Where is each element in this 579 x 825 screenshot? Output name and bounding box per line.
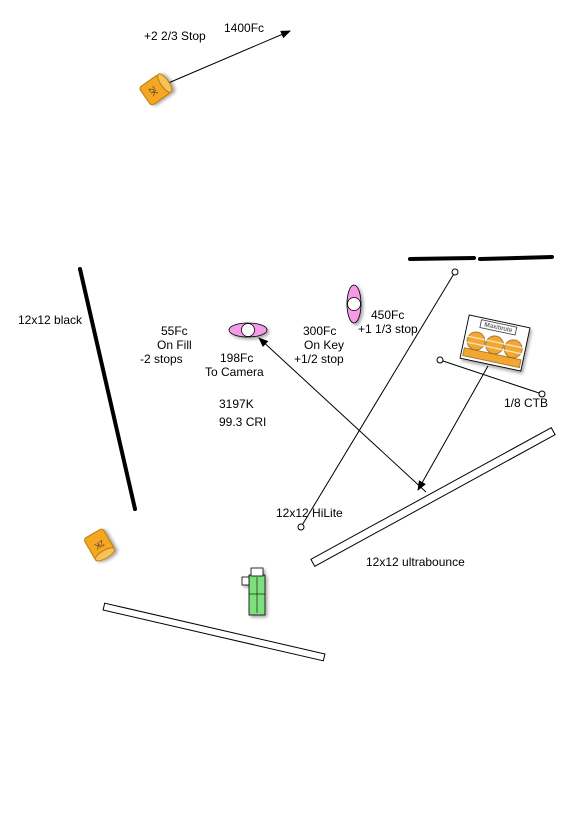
label-key-fc: 300Fc <box>303 324 336 338</box>
ultrabounce-body <box>310 427 556 567</box>
hilite-handle-bottom[interactable] <box>297 523 305 531</box>
camera-reading: 198Fc To Camera <box>205 351 264 379</box>
ctb-handle-left[interactable] <box>436 356 444 364</box>
label-hilite: 12x12 HiLite <box>276 506 343 520</box>
label-fill-stops: -2 stops <box>140 352 183 366</box>
lamp-2k-top[interactable]: 2K <box>139 72 175 106</box>
maxibrute-label-bar <box>479 319 518 336</box>
lamp-2k-bottom-lens <box>94 547 116 562</box>
subject-figure[interactable] <box>228 322 268 338</box>
label-fc-top: 1400Fc <box>224 21 264 35</box>
maxibrute-fixture[interactable]: Maxibrute <box>459 314 531 372</box>
fill-reading: 55Fc On Fill -2 stops <box>140 324 192 366</box>
black-flag-top-right-2[interactable] <box>478 255 554 261</box>
maxibrute-bulbs <box>462 331 523 369</box>
maxibrute-beam-arrow <box>417 365 489 491</box>
ctb-gel[interactable] <box>439 359 543 395</box>
maxibrute-bulb-ridge-2 <box>466 341 522 355</box>
label-kelvin: 3197K <box>219 397 254 411</box>
label-cri: 99.3 CRI <box>219 415 266 429</box>
maxibrute-bulb-ridge-1 <box>467 335 523 349</box>
subject-figure-vertical[interactable] <box>346 284 362 324</box>
subject-head <box>241 323 255 337</box>
bottom-frame[interactable] <box>102 602 326 662</box>
label-key-on: On Key <box>304 338 344 352</box>
ctb-handle-right[interactable] <box>538 390 546 398</box>
bounce-to-subject-arrow <box>258 337 427 493</box>
label-ctb: 1/8 CTB <box>504 396 548 410</box>
camera[interactable] <box>241 567 266 616</box>
top-lamp-beam-arrow <box>165 30 291 85</box>
lamp-2k-top-lens <box>157 73 173 93</box>
maxibrute-base <box>462 347 522 369</box>
subject-vertical-head <box>347 297 361 311</box>
black-flag[interactable] <box>78 267 137 511</box>
label-cam-to: To Camera <box>205 365 264 379</box>
label-stop-top: +2 2/3 Stop <box>144 29 206 43</box>
camera-viewfinder <box>241 576 250 586</box>
vertical-reading: 450Fc +1 1/3 stop <box>358 308 418 336</box>
label-key-stop: +1/2 stop <box>294 352 344 366</box>
label-450-stop: +1 1/3 stop <box>358 322 418 336</box>
ultrabounce-frame[interactable] <box>310 427 556 567</box>
label-black-flag: 12x12 black <box>18 313 83 327</box>
hilite-frame[interactable] <box>300 271 456 528</box>
bottom-frame-body <box>102 602 326 662</box>
label-450fc: 450Fc <box>371 308 404 322</box>
label-cam-fc: 198Fc <box>220 351 253 365</box>
hilite-handle-top[interactable] <box>451 268 459 276</box>
camera-lens <box>250 567 264 577</box>
label-fill-fc: 55Fc <box>161 324 188 338</box>
label-ultrabounce: 12x12 ultrabounce <box>366 555 465 569</box>
key-reading: 300Fc On Key +1/2 stop <box>294 324 344 366</box>
lamp-2k-bottom[interactable]: 2K <box>83 528 116 563</box>
black-flag-top-right-1[interactable] <box>408 256 476 261</box>
label-fill-on: On Fill <box>157 338 192 352</box>
